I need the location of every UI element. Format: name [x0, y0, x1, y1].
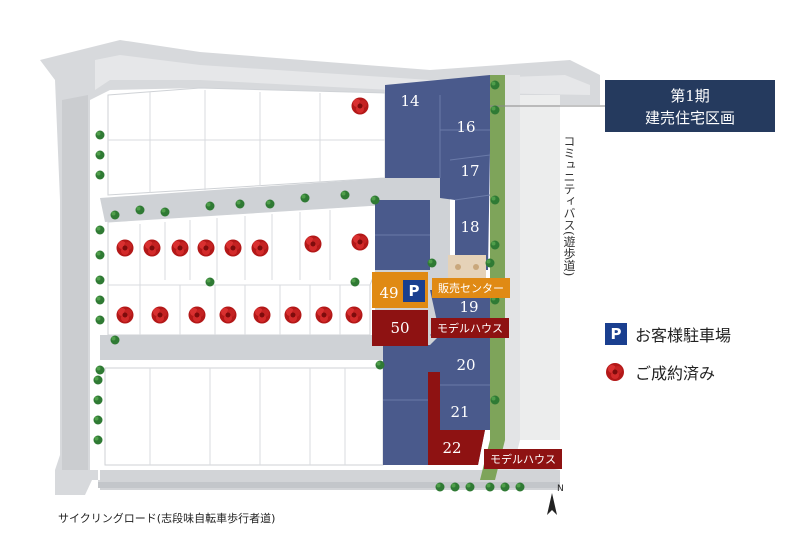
lot-22-area [428, 372, 485, 465]
model-house-tag-1: モデルハウス [431, 318, 509, 338]
lot-16: 16 [456, 118, 476, 136]
svg-text:N: N [557, 484, 564, 494]
parking-legend-icon: P [605, 323, 627, 345]
sales-plaza [448, 255, 486, 280]
lot-50-area [372, 310, 428, 346]
legend-parking: P お客様駐車場 [605, 322, 731, 346]
lot-14: 14 [400, 92, 420, 110]
lot-49: 49 [379, 284, 399, 302]
compass-icon: N [547, 484, 564, 515]
lots-area [100, 87, 450, 466]
community-bus-label: コミュニティバス(遊歩道) [562, 135, 576, 277]
cycling-road-label: サイクリングロード(志段味自転車歩行者道) [58, 512, 276, 525]
phase-label-line2: 建売住宅区画 [644, 109, 735, 127]
green-walkway [480, 75, 505, 480]
model-house-tag-2: モデルハウス [484, 449, 562, 469]
lot-22: 22 [442, 439, 462, 457]
parking-icon: P [403, 280, 425, 302]
rose-icon [606, 363, 624, 381]
phase-label-box: 第1期 建売住宅区画 [605, 80, 775, 132]
phase-label-line1: 第1期 [670, 87, 710, 105]
legend-sold: ご成約済み [605, 360, 715, 384]
lot-50: 50 [390, 319, 410, 337]
lot-21: 21 [450, 403, 470, 421]
lot-18: 18 [460, 218, 480, 236]
sold-legend-label: ご成約済み [635, 364, 716, 383]
lot-19: 19 [459, 298, 479, 316]
parking-legend-label: お客様駐車場 [635, 326, 732, 345]
lot-17: 17 [460, 162, 480, 180]
sales-center-tag: 販売センター [432, 278, 510, 298]
lot-20: 20 [456, 356, 476, 374]
